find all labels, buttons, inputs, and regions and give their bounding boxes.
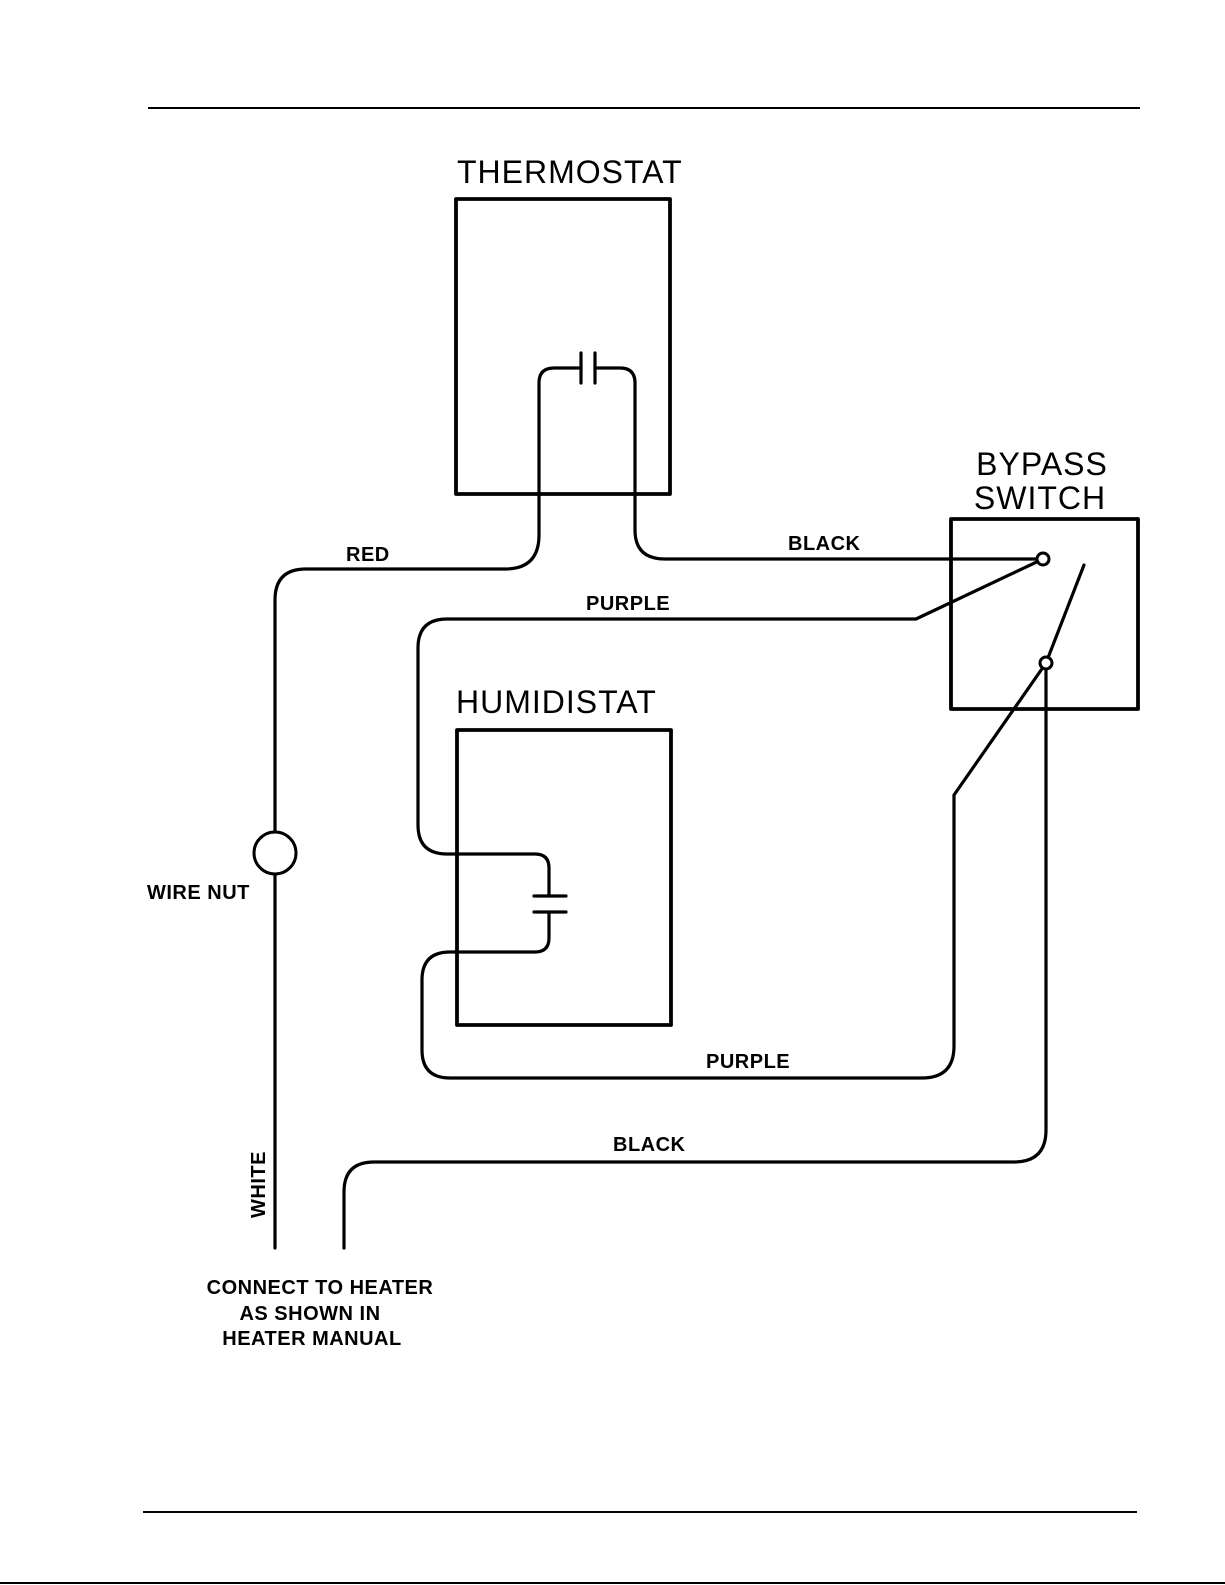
thermostat-contact-symbol — [539, 353, 635, 530]
switch-terminal-bottom — [1040, 657, 1052, 669]
purple-wire-top-label: PURPLE — [586, 593, 670, 615]
note-line-3: HEATER MANUAL — [222, 1328, 401, 1350]
black-wire-bottom — [344, 663, 1046, 1248]
black-wire-top-label: BLACK — [788, 533, 861, 555]
thermostat-box — [456, 199, 670, 494]
humidistat-box — [457, 730, 671, 1025]
red-wire — [275, 520, 539, 832]
black-wire-bottom-label: BLACK — [613, 1134, 686, 1156]
red-wire-label: RED — [346, 544, 390, 566]
bypass-switch-blade — [1046, 565, 1084, 663]
purple-wire-bottom-label: PURPLE — [706, 1051, 790, 1073]
wire-nut-symbol — [254, 832, 296, 874]
wire-nut-label: WIRE NUT — [147, 882, 250, 904]
humidistat-contact-symbol — [457, 854, 566, 952]
note-line-2: AS SHOWN IN — [239, 1303, 380, 1325]
switch-terminal-top — [1037, 553, 1049, 565]
purple-wire-bottom — [422, 663, 1046, 1078]
bypass-switch-title-line2: SWITCH — [974, 480, 1106, 516]
humidistat-title: HUMIDISTAT — [456, 684, 657, 720]
note-line-1: CONNECT TO HEATER — [207, 1277, 434, 1299]
thermostat-title: THERMOSTAT — [457, 154, 683, 190]
white-wire-label: WHITE — [248, 1151, 270, 1218]
bypass-switch-title-line1: BYPASS — [976, 446, 1108, 482]
